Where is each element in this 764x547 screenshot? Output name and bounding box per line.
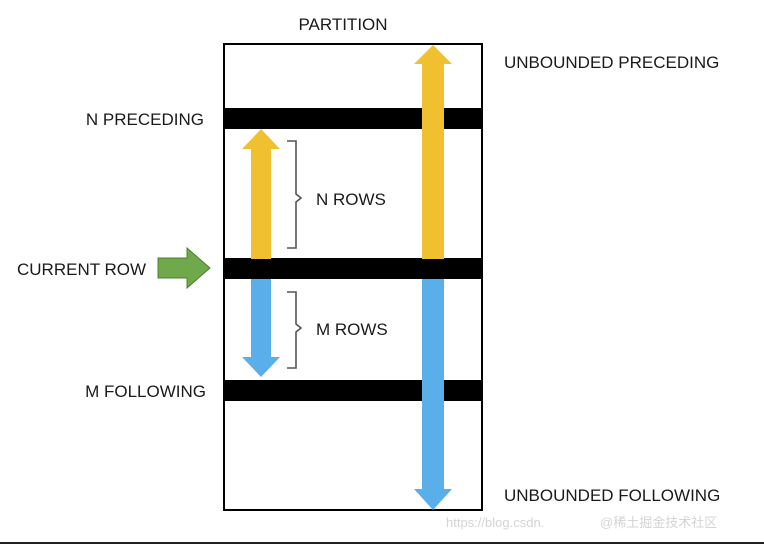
m-following-bar: [224, 380, 483, 401]
m-rows-label: M ROWS: [316, 320, 388, 339]
n-preceding-bar: [224, 108, 483, 129]
watermark-url: https://blog.csdn.: [446, 515, 544, 530]
unbounded-preceding-label: UNBOUNDED PRECEDING: [504, 53, 719, 72]
current-row-label: CURRENT ROW: [17, 260, 146, 279]
n-rows-brace: [287, 140, 303, 249]
unbounded-preceding-arrow: [414, 45, 452, 259]
m-following-arrow: [242, 279, 280, 377]
m-following-label: M FOLLOWING: [85, 382, 206, 401]
n-rows-label: N ROWS: [316, 190, 386, 209]
m-rows-brace: [287, 291, 303, 369]
unbounded-following-label: UNBOUNDED FOLLOWING: [504, 486, 720, 505]
unbounded-following-arrow: [414, 279, 452, 510]
current-row-bar: [224, 258, 483, 279]
right-arrow-icon: [157, 246, 211, 290]
watermark-site: @稀土掘金技术社区: [600, 515, 717, 530]
partition-title: PARTITION: [298, 15, 387, 34]
n-preceding-arrow: [242, 129, 280, 259]
n-preceding-label: N PRECEDING: [86, 110, 204, 129]
bottom-divider: [0, 542, 764, 544]
